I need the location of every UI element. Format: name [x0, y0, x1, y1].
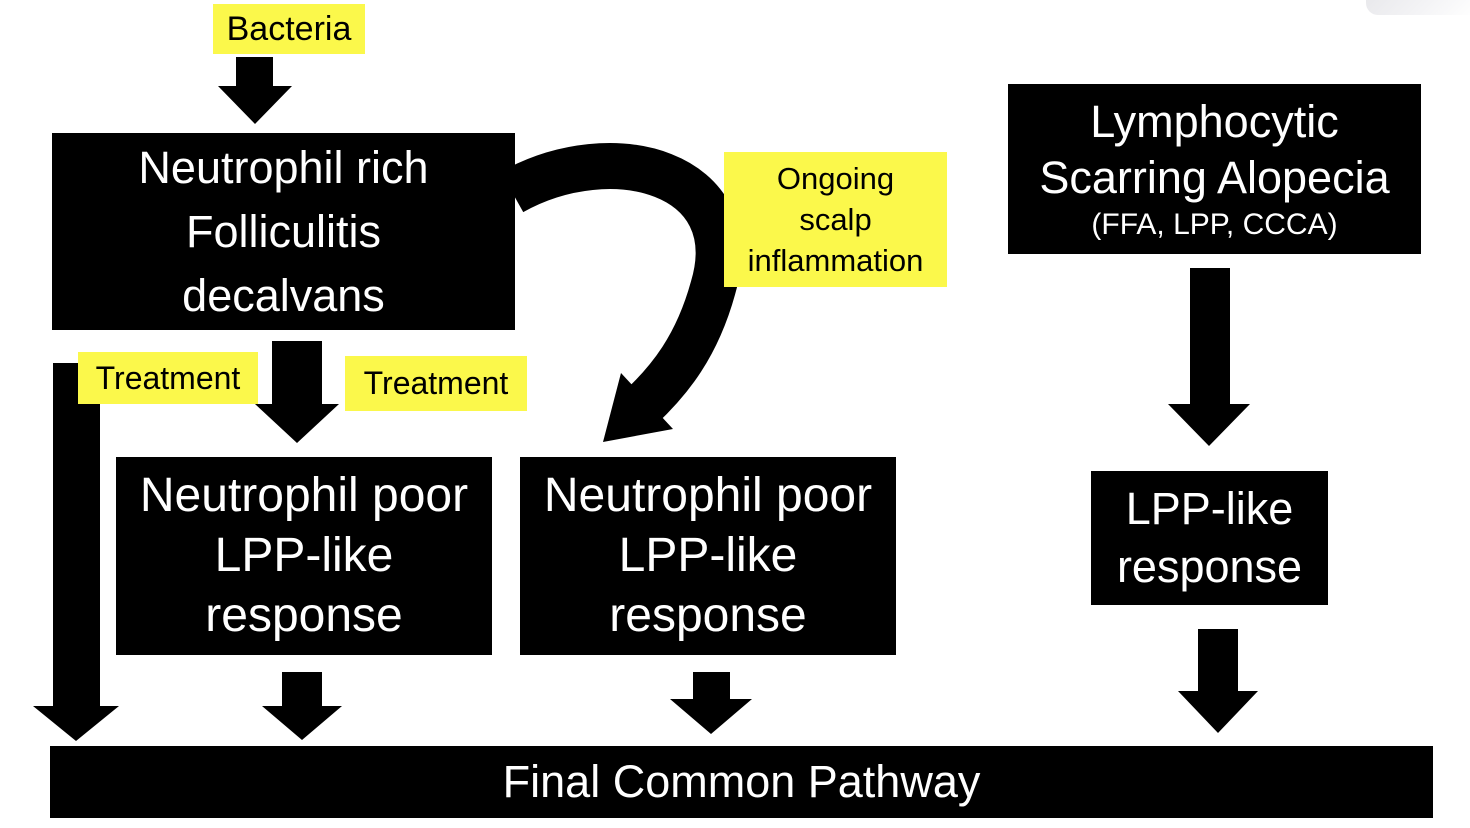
folliculitis-line-2: Folliculitis: [185, 205, 382, 257]
np-left-line-3: response: [205, 589, 403, 642]
arrow-down-long-icon: [33, 363, 119, 741]
ongoing-scalp-inflammation-label: Ongoing scalp inflammation: [724, 152, 947, 287]
final-common-pathway-text: Final Common Pathway: [502, 756, 981, 807]
lpp-like-response-box: LPP-like response: [1091, 471, 1328, 605]
ongoing-line-2: scalp: [799, 202, 872, 237]
lymphocytic-line-1: Lymphocytic: [1090, 96, 1339, 147]
treatment-label-left: Treatment: [78, 352, 258, 404]
curved-arrowhead-icon: [603, 373, 673, 442]
ongoing-line-1: Ongoing: [776, 161, 895, 196]
lymphocytic-subtitle: (FFA, LPP, CCCA): [1091, 208, 1338, 241]
np-middle-line-3: response: [609, 589, 807, 642]
np-middle-line-1: Neutrophil poor: [543, 469, 873, 522]
neutrophil-poor-box-middle: Neutrophil poor LPP-like response: [520, 457, 896, 655]
lymphocytic-scarring-alopecia-box: Lymphocytic Scarring Alopecia (FFA, LPP,…: [1008, 84, 1421, 254]
np-left-line-2: LPP-like: [214, 529, 394, 582]
window-corner-shadow: [1366, 0, 1470, 15]
lpp-like-line-1: LPP-like: [1125, 483, 1294, 534]
arrow-down-icon: [670, 672, 752, 734]
final-common-pathway-bar: Final Common Pathway: [50, 746, 1433, 818]
treatment-left-text: Treatment: [95, 359, 241, 396]
neutrophil-rich-folliculitis-box: Neutrophil rich Folliculitis decalvans: [52, 133, 515, 330]
bacteria-label: Bacteria: [213, 4, 365, 54]
arrow-down-icon: [262, 672, 342, 740]
folliculitis-line-3: decalvans: [182, 269, 385, 321]
lymphocytic-line-2: Scarring Alopecia: [1039, 152, 1390, 203]
treatment-right-text: Treatment: [363, 365, 509, 401]
arrow-down-icon: [255, 341, 339, 443]
bacteria-label-text: Bacteria: [226, 9, 352, 48]
folliculitis-line-1: Neutrophil rich: [138, 141, 429, 193]
lpp-like-line-2: response: [1116, 541, 1303, 592]
np-left-line-1: Neutrophil poor: [139, 469, 469, 522]
arrow-down-icon: [1178, 629, 1258, 733]
neutrophil-poor-box-left: Neutrophil poor LPP-like response: [116, 457, 492, 655]
arrow-down-icon: [218, 57, 292, 124]
arrow-down-icon: [1168, 268, 1250, 446]
ongoing-line-3: inflammation: [747, 243, 924, 278]
treatment-label-right: Treatment: [345, 356, 527, 411]
curved-arrow-icon: [500, 143, 742, 425]
np-middle-line-2: LPP-like: [618, 529, 798, 582]
